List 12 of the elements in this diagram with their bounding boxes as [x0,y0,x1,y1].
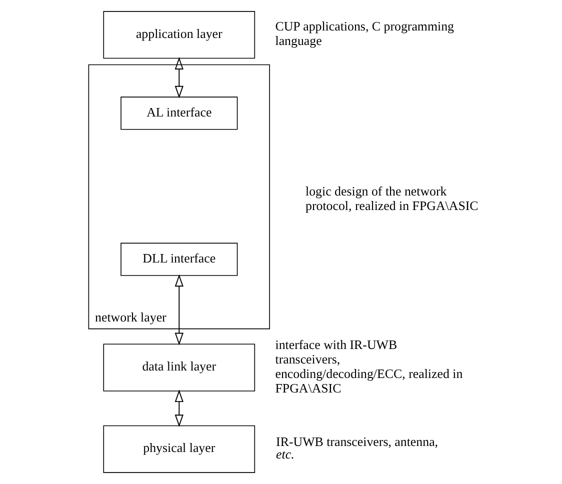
node-box: application layer [102,11,255,59]
node-box: DLL interface [120,242,238,276]
node-label: interface with IR-UWB transceivers, encoding/decoding/ECC, realized in FPGA\ASIC [274,336,462,396]
arrow [174,274,183,346]
arrow [174,390,183,428]
arrow [174,57,183,98]
node-box: AL interface [120,96,238,130]
node-label: logic design of the network protocol, realized in FPGA\ASIC [305,183,478,213]
node-label: CUP applications, C programming language [274,18,454,48]
node-label: IR-UWB transceivers, antenna, etc. [276,434,438,462]
node-box: physical layer [102,425,255,473]
node-box: data link layer [102,344,255,392]
